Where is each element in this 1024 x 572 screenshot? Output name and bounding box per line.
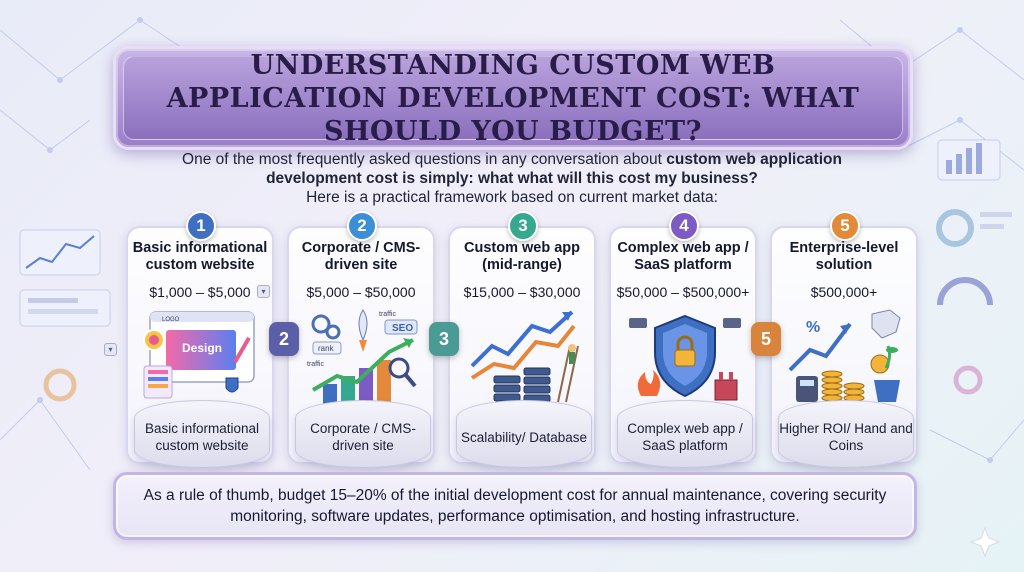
seo-label: SEO [392, 323, 413, 334]
tier-badge-3: 3 [508, 211, 538, 241]
intro-line1-plain: One of the most frequently asked questio… [182, 151, 667, 168]
tier-price-5: $500,000+ [810, 284, 878, 300]
side-dropdown-icon[interactable]: ▾ [104, 343, 117, 356]
tier-price-2: $5,000 – $50,000 [306, 284, 416, 300]
intro-line2: Here is a practical framework based on c… [306, 189, 718, 206]
maintenance-note: As a rule of thumb, budget 15–20% of the… [143, 487, 887, 525]
design-label: Design [182, 341, 222, 355]
security-shield-illustration [629, 314, 741, 401]
tier-pedestal-3: Scalability/ Database [456, 400, 592, 468]
tier-pedestal-2: Corporate / CMS-driven site [295, 400, 431, 468]
tier-card-2: 2 Corporate / CMS-driven site $5,000 – $… [287, 211, 435, 468]
logo-label: LOGO [162, 317, 180, 323]
tier-title-1: Basic informational custom website [132, 240, 268, 273]
tier-price-1: $1,000 – $5,000 [149, 284, 251, 300]
intro-text: One of the most frequently asked questio… [150, 150, 874, 207]
tier-pedestal-4: Complex web app / SaaS platform [617, 400, 753, 468]
tier-card-1: 1 Basic informational custom website $1,… [126, 211, 274, 468]
tier-card-4: 4 Complex web app / SaaS platform $50,00… [609, 211, 757, 468]
tier-badge-4: 4 [669, 211, 699, 241]
tier-card-5: 5 Enterprise-level solution $500,000+ % … [770, 211, 918, 468]
traffic-top-label: traffic [379, 311, 396, 318]
tier-badge-1: 1 [186, 211, 216, 241]
tier-pedestal-5: Higher ROI/ Hand and Coins [778, 400, 914, 468]
intro-line1-bold: custom web application development cost … [266, 151, 842, 187]
seo-growth-illustration: SEO traffic rank traffic [307, 309, 418, 406]
left-line-chart-decoration [19, 229, 111, 402]
title-banner-inner [123, 56, 903, 140]
percent-icon: % [806, 319, 820, 336]
pedestal-label-3: Scalability/ Database [460, 429, 588, 445]
tier-price-4: $50,000 – $500,000+ [616, 284, 750, 300]
tier-card-3: 3 Custom web app (mid-range) $15,000 – $… [448, 211, 596, 468]
tier-badge-5: 5 [830, 211, 860, 241]
roi-coins-illustration: % [788, 309, 901, 402]
right-chart-decoration [936, 139, 1012, 558]
price-dropdown-icon[interactable]: ▾ [257, 285, 270, 298]
traffic-bottom-label: traffic [307, 361, 324, 368]
pedestal-label-4: Complex web app / SaaS platform [627, 421, 743, 453]
tier-title-4: Complex web app / SaaS platform [617, 240, 749, 273]
page-title: UNDERSTANDING CUSTOM WEB APPLICATION DEV… [166, 49, 860, 147]
title-banner: UNDERSTANDING CUSTOM WEB APPLICATION DEV… [113, 46, 913, 150]
pedestal-label-5: Higher ROI/ Hand and Coins [779, 421, 913, 453]
rank-label: rank [318, 344, 335, 353]
tier-price-3: $15,000 – $30,000 [463, 284, 581, 300]
maintenance-note-box: As a rule of thumb, budget 15–20% of the… [113, 472, 917, 540]
tier-badge-2: 2 [347, 211, 377, 241]
tier-pedestal-1: Basic informational custom website [134, 400, 270, 468]
pedestal-label-2: Corporate / CMS-driven site [310, 421, 416, 453]
pedestal-label-1: Basic informational custom website [144, 421, 260, 453]
tier-title-5: Enterprise-level solution [789, 240, 899, 273]
connector-chip-2: 2 [269, 322, 299, 356]
connector-chip-3: 3 [429, 322, 459, 356]
tier-title-2: Corporate / CMS-driven site [301, 240, 421, 273]
website-design-illustration: Design LOGO [143, 311, 255, 399]
tier-title-3: Custom web app (mid-range) [463, 240, 580, 273]
connector-chip-5: 5 [751, 322, 781, 356]
